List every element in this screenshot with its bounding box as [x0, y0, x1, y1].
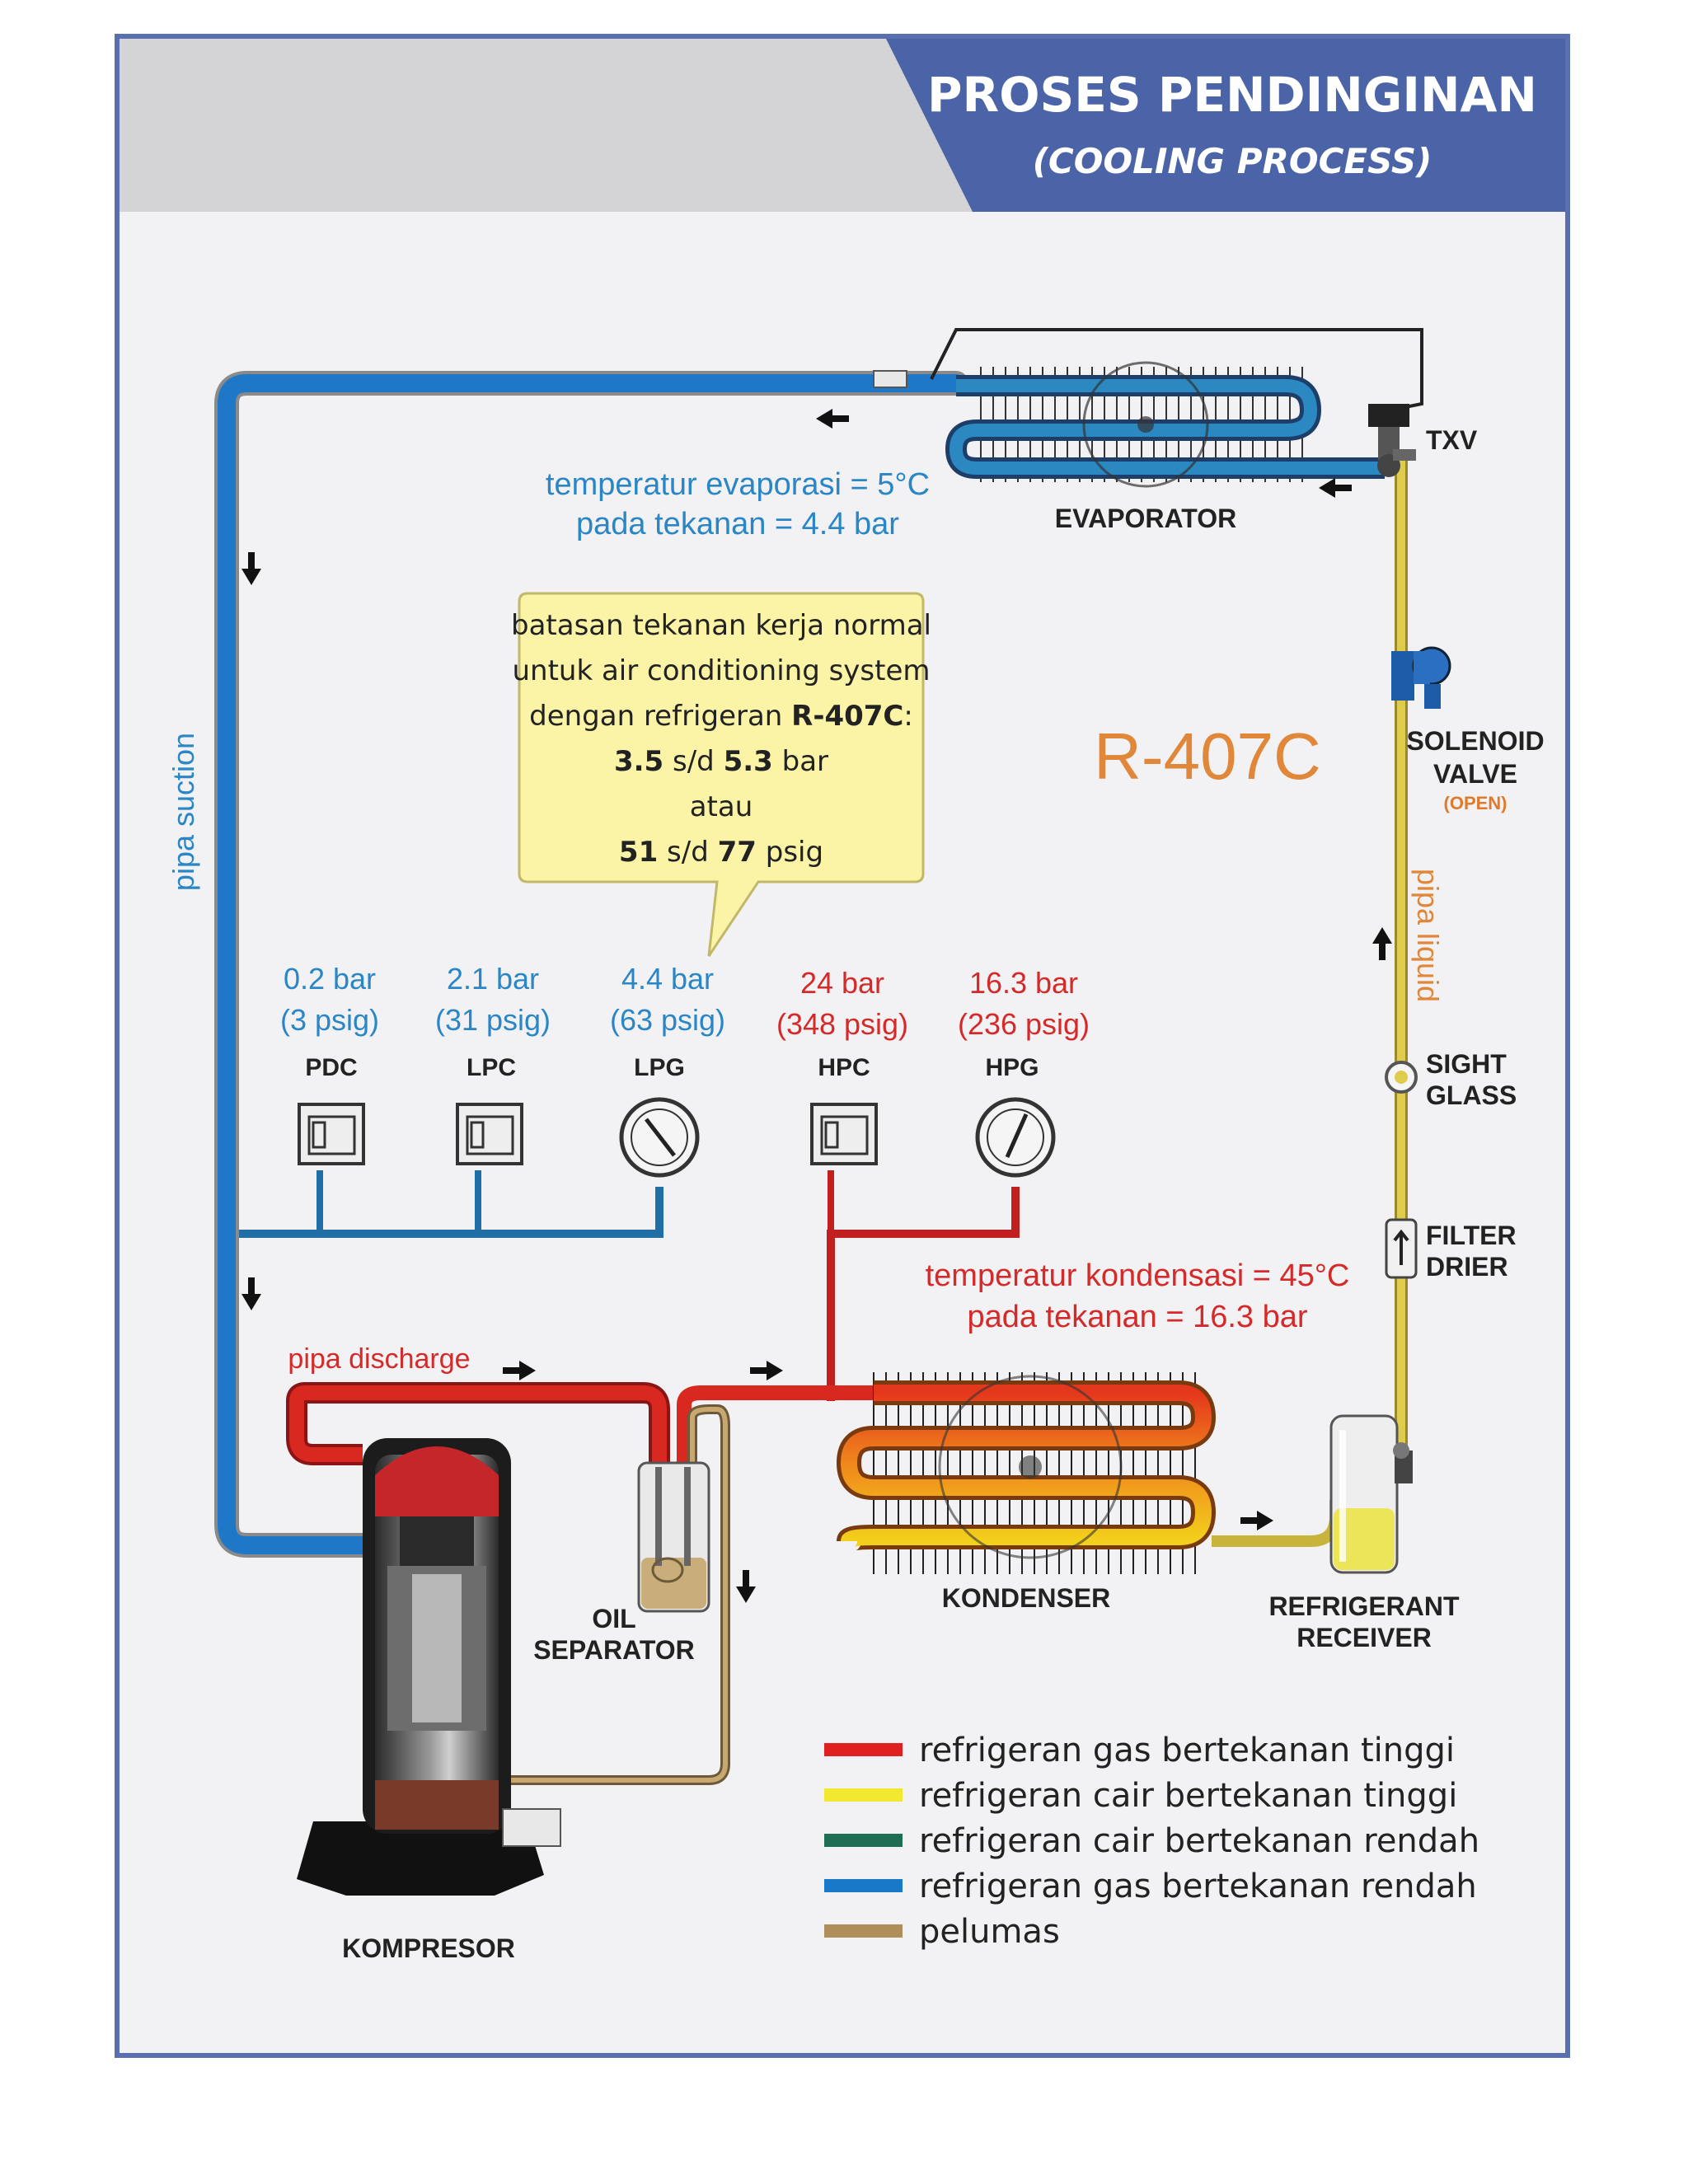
evaporation-temp-line-2: pada tekanan = 4.4 bar: [576, 507, 899, 541]
pdc-value: 0.2 bar: [284, 962, 376, 996]
legend-swatch-high-liquid: [824, 1788, 903, 1802]
discharge-pipe-to-condenser: [677, 1385, 874, 1475]
sight-glass-label-1: SIGHT: [1426, 1049, 1507, 1079]
callout-line-5: atau: [690, 790, 753, 823]
txv-label: TXV: [1426, 425, 1478, 455]
page-title: PROSES PENDINGINAN: [927, 67, 1537, 123]
legend: refrigeran gas bertekanan tinggi refrige…: [824, 1732, 1479, 1951]
oil-separator-label-2: SEPARATOR: [533, 1635, 695, 1665]
high-pressure-manifold: [827, 1187, 1020, 1401]
filter-drier-label-2: DRIER: [1426, 1252, 1508, 1282]
evaporator-coil: [945, 361, 1385, 488]
flow-arrow-evap-inlet: [1319, 478, 1352, 498]
compressor: [297, 1438, 561, 1896]
flow-arrow-discharge-2: [750, 1361, 783, 1380]
lpc-value: 2.1 bar: [447, 962, 539, 996]
legend-label-high-liquid: refrigeran cair bertekanan tinggi: [919, 1777, 1457, 1815]
hpc-switch: [810, 1103, 878, 1165]
flow-arrow-discharge-1: [503, 1361, 536, 1380]
discharge-pipe-label: pipa discharge: [288, 1343, 470, 1375]
filter-drier: [1385, 1218, 1418, 1279]
hpg-value: 16.3 bar: [969, 966, 1078, 1000]
sight-glass-label-2: GLASS: [1426, 1080, 1517, 1110]
callout-line-4: 3.5 s/d 5.3 bar: [614, 745, 828, 778]
hpc-label: HPC: [818, 1054, 870, 1081]
evaporator-label: EVAPORATOR: [1055, 504, 1236, 533]
flow-arrow-oil-down: [736, 1570, 756, 1603]
low-pressure-manifold: [239, 1187, 663, 1238]
flow-arrow-to-receiver: [1240, 1511, 1273, 1530]
hpg-psig: (236 psig): [958, 1007, 1090, 1041]
hpg-label: HPG: [985, 1054, 1039, 1081]
legend-swatch-high-gas: [824, 1743, 903, 1756]
solenoid-label-1: SOLENOID: [1406, 726, 1544, 756]
kompresor-label: KOMPRESOR: [342, 1933, 515, 1963]
lpg-psig: (63 psig): [610, 1003, 725, 1037]
flow-arrow-liquid-up: [1372, 927, 1392, 960]
solenoid-valve: [1391, 646, 1451, 709]
liquid-pipe-label: pipa liquid: [1411, 869, 1445, 1002]
condensation-temp-line-1: temperatur kondensasi = 45°C: [926, 1258, 1350, 1293]
refrigerant-type-label: R-407C: [1094, 719, 1321, 793]
oil-separator: [637, 1461, 710, 1613]
legend-label-oil: pelumas: [919, 1913, 1060, 1951]
condensation-temp-line-2: pada tekanan = 16.3 bar: [967, 1300, 1307, 1334]
evaporation-temp-line-1: temperatur evaporasi = 5°C: [546, 467, 930, 502]
flow-arrow-suction-top: [816, 409, 849, 429]
callout-line-6: 51 s/d 77 psig: [619, 836, 823, 869]
lpg-label: LPG: [634, 1054, 685, 1081]
suction-pipe-inner: [218, 374, 965, 1554]
solenoid-state: (OPEN): [1444, 793, 1507, 813]
receiver-label-2: RECEIVER: [1296, 1623, 1432, 1652]
txv-valve: [1368, 404, 1416, 477]
suction-pipe-label: pipa suction: [166, 733, 200, 891]
pdc-switch: [298, 1103, 365, 1165]
hpg-gauge: [975, 1097, 1056, 1178]
discharge-pipe-inner: [289, 1385, 667, 1475]
hpc-value: 24 bar: [800, 966, 884, 1000]
kondenser-label: KONDENSER: [942, 1583, 1110, 1613]
legend-label-low-liquid: refrigeran cair bertekanan rendah: [919, 1822, 1479, 1860]
page-subtitle: (COOLING PROCESS): [1033, 141, 1432, 181]
legend-label-low-gas: refrigeran gas bertekanan rendah: [919, 1868, 1477, 1905]
callout-line-1: batasan tekanan kerja normal: [511, 609, 931, 642]
header-title-panel: [886, 39, 1565, 212]
sight-glass: [1385, 1061, 1418, 1094]
lpc-label: LPC: [467, 1054, 516, 1081]
filter-drier-label-1: FILTER: [1426, 1221, 1517, 1250]
legend-label-high-gas: refrigeran gas bertekanan tinggi: [919, 1732, 1455, 1769]
condenser-coil: [836, 1372, 1217, 1574]
pressure-limit-callout-bubble: [518, 592, 925, 957]
pdc-psig: (3 psig): [280, 1003, 379, 1037]
flow-arrow-suction-down-2: [241, 1277, 261, 1310]
refrigerant-receiver: [1329, 1414, 1413, 1574]
lpc-psig: (31 psig): [435, 1003, 551, 1037]
callout-line-2: untuk air conditioning system: [512, 654, 930, 687]
flow-arrows: [241, 409, 1392, 1603]
lpc-switch: [456, 1103, 523, 1165]
oil-return-line-inner: [511, 1407, 728, 1783]
txv-sensing-line: [930, 328, 1423, 410]
receiver-label-1: REFRIGERANT: [1268, 1591, 1460, 1621]
solenoid-label-2: VALVE: [1433, 759, 1517, 789]
legend-swatch-low-gas: [824, 1879, 903, 1892]
lpg-value: 4.4 bar: [621, 962, 714, 996]
suction-sensor: [873, 370, 907, 388]
legend-swatch-oil: [824, 1924, 903, 1938]
callout-line-3: dengan refrigeran R-407C:: [529, 700, 913, 733]
oil-separator-label-1: OIL: [592, 1604, 635, 1633]
lpg-gauge: [619, 1097, 700, 1178]
hpc-psig: (348 psig): [776, 1007, 908, 1041]
pdc-label: PDC: [305, 1054, 357, 1081]
flow-arrow-suction-down-1: [241, 552, 261, 585]
legend-swatch-low-liquid: [824, 1834, 903, 1847]
